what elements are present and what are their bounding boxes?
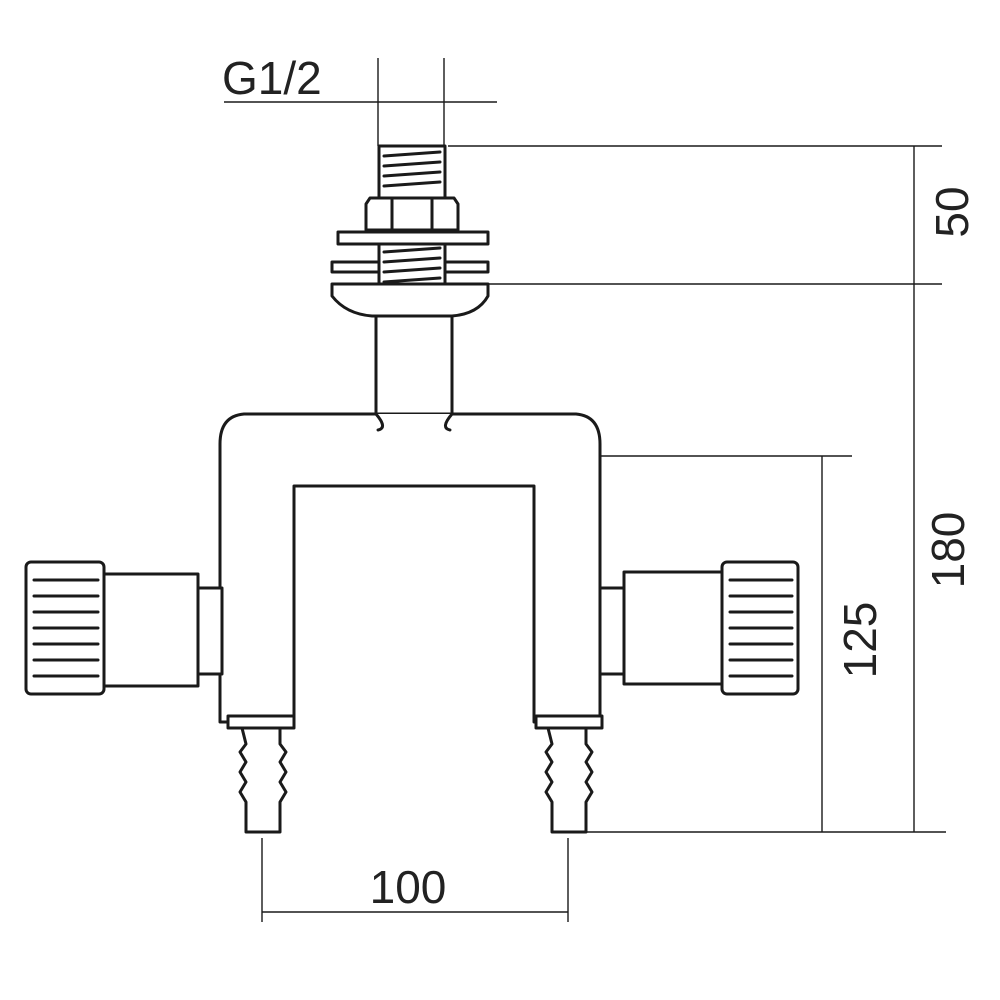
outlet-height-label: 125 bbox=[834, 602, 886, 679]
washer-upper bbox=[336, 230, 490, 246]
faucet bbox=[24, 144, 800, 834]
outlet-spacing-label: 100 bbox=[370, 861, 447, 913]
thread-size-label: G1/2 bbox=[222, 52, 322, 104]
left-valve bbox=[24, 560, 224, 696]
thread-length-label: 50 bbox=[926, 186, 978, 237]
flange bbox=[330, 282, 490, 318]
left-hose-nozzle bbox=[226, 714, 296, 834]
threaded-stem bbox=[377, 144, 447, 200]
inner-thread bbox=[377, 242, 447, 286]
total-height-label: 180 bbox=[922, 512, 974, 589]
right-valve bbox=[598, 560, 800, 696]
u-body bbox=[218, 412, 602, 724]
hex-nut bbox=[364, 196, 460, 232]
right-hose-nozzle bbox=[534, 714, 604, 834]
neck bbox=[374, 314, 454, 416]
